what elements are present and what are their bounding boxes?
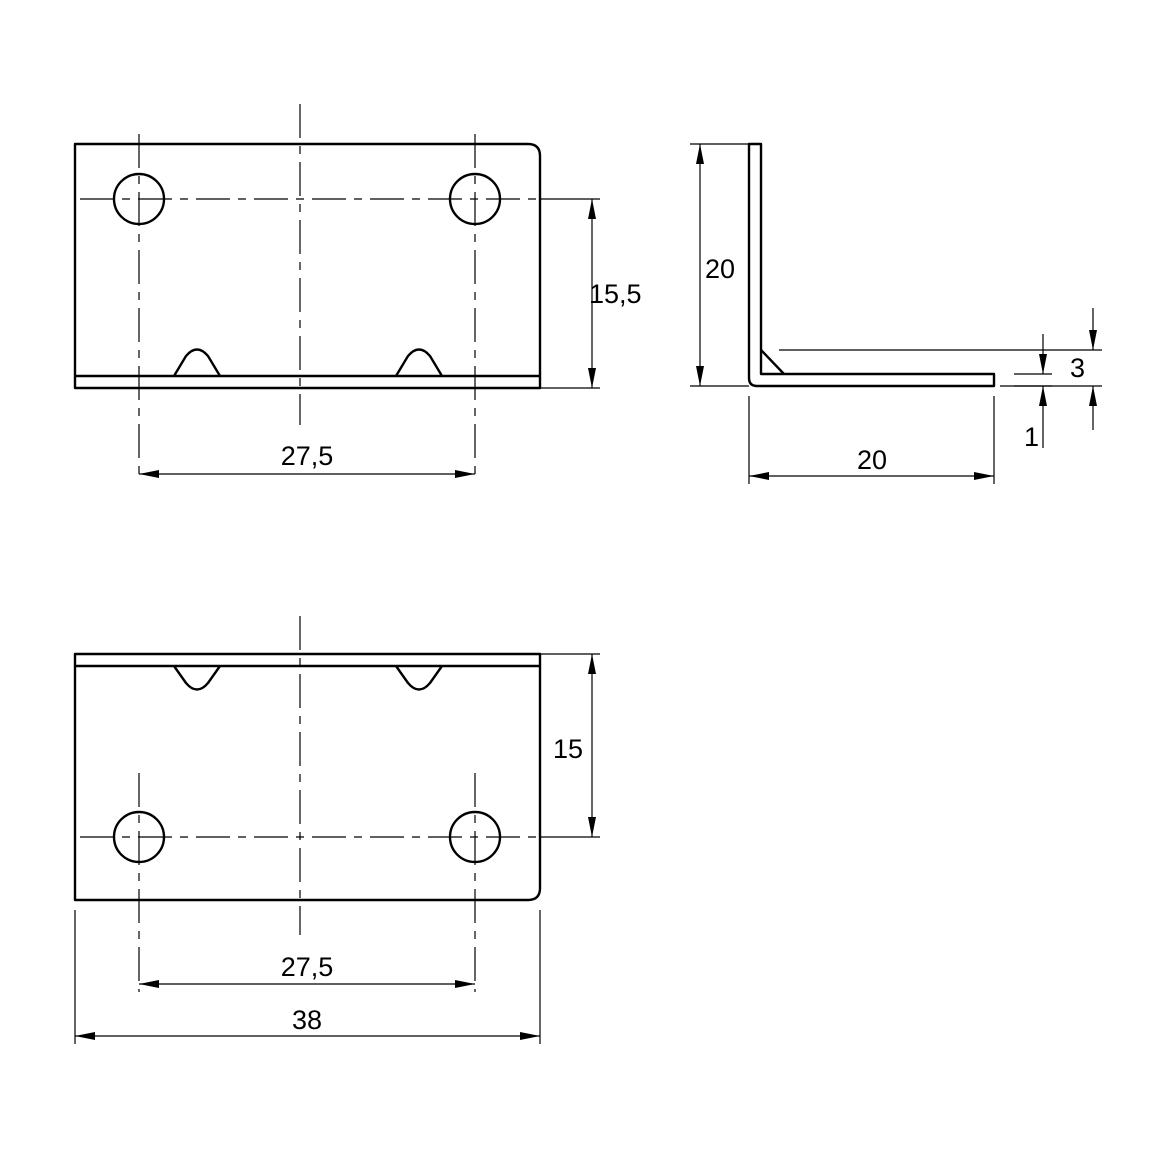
bottom-view-overall-width-label: 38 [292, 1005, 322, 1035]
bottom-view-hole-height-label: 15 [553, 734, 583, 764]
side-view-length-label: 20 [857, 445, 887, 475]
side-view-height-label: 20 [705, 254, 735, 284]
bottom-view: 15 27,5 38 [73, 616, 600, 1044]
side-view-rib-height-label: 3 [1070, 353, 1085, 383]
side-view-rib [760, 349, 785, 375]
bottom-view-rib-right [395, 665, 443, 691]
top-view-rib-left [172, 348, 222, 377]
top-view-hole-height-label: 15,5 [589, 279, 642, 309]
bottom-view-rib-left [173, 665, 221, 691]
top-view-outline [73, 142, 542, 390]
top-view: 15,5 27,5 [73, 104, 642, 482]
bottom-view-hole-spacing-label: 27,5 [281, 952, 334, 982]
side-view-profile [747, 142, 996, 388]
bottom-view-outline [73, 652, 542, 902]
top-view-rib-right [394, 348, 444, 377]
side-view: 20 20 3 1 [690, 142, 1102, 484]
top-view-hole-spacing-label: 27,5 [281, 441, 334, 471]
side-view-thickness-label: 1 [1024, 422, 1039, 452]
